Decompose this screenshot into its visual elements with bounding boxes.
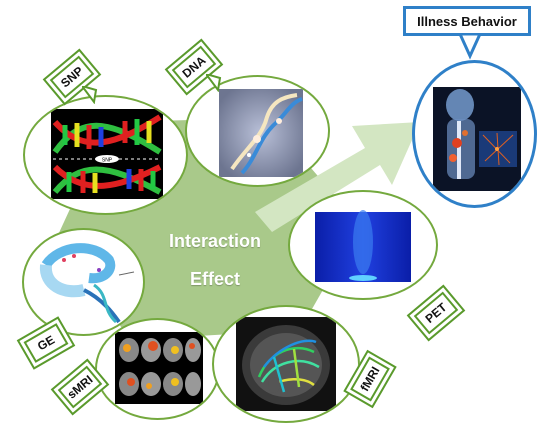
smri-image: [115, 332, 203, 404]
fmri-tag-label: fMRI: [357, 364, 383, 394]
pet-tag-label: PET: [422, 300, 450, 326]
snp-circle: SNP: [23, 95, 188, 215]
fmri-image: [236, 317, 336, 411]
ge-tag-label: GE: [34, 332, 58, 354]
ge-circle: [22, 228, 145, 336]
illness-behavior-title: Illness Behavior: [403, 6, 531, 36]
fmri-circle: [212, 305, 360, 423]
dna-tag-pointer: [206, 74, 222, 92]
center-label-line1: Interaction: [168, 231, 261, 251]
dna-tag-label: DNA: [179, 53, 209, 81]
smri-circle: [95, 318, 220, 420]
snp-tag-pointer: [82, 86, 98, 104]
ge-image: [39, 243, 135, 324]
arrow-to-illness: [255, 122, 420, 232]
snp-badge-text: SNP: [102, 158, 113, 164]
dna-image: [219, 89, 303, 177]
smri-tag-label: sMRI: [64, 372, 96, 402]
body-scan-image: [433, 87, 521, 191]
snp-image: SNP: [51, 109, 163, 199]
center-label-line2: Effect: [189, 269, 240, 289]
title-pointer: [458, 34, 482, 60]
pet-image: [315, 210, 411, 282]
pet-circle: [288, 190, 438, 300]
illness-behavior-circle: [412, 60, 537, 208]
dna-circle: [185, 75, 330, 187]
